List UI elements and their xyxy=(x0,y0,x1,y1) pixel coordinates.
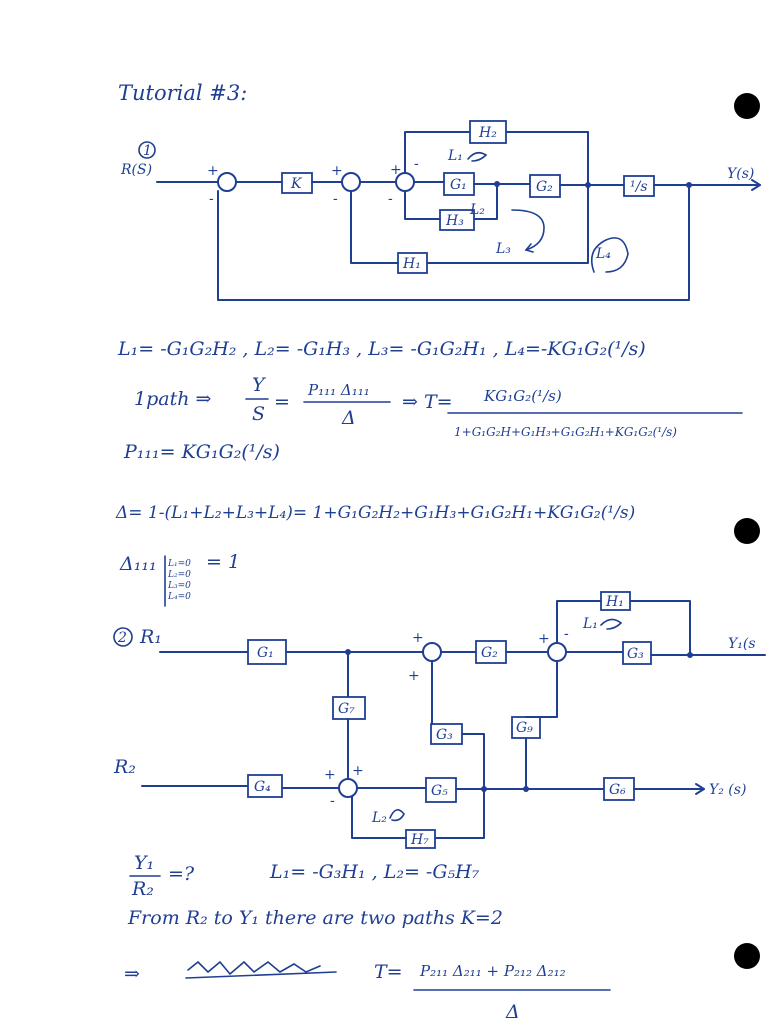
p2-block-g9-label: G₉ xyxy=(516,720,533,736)
paths-statement: From R₂ to Y₁ there are two paths K=2 xyxy=(127,907,503,929)
scribble-out xyxy=(187,960,321,976)
p2-sign-plus-3: + xyxy=(538,631,550,647)
block-g1-label: G₁ xyxy=(450,177,467,193)
p2-sign-plus-4: + xyxy=(324,767,336,783)
transfer-function-numerator-2: P₂₁₁ Δ₂₁₁ + P₂₁₂ Δ₂₁₂ xyxy=(419,962,566,980)
cond-l4: L₄=0 xyxy=(167,592,191,602)
cond-l1: L₁=0 xyxy=(167,559,191,569)
p2-block-h7-label: H₇ xyxy=(410,832,429,848)
summing-junction-2 xyxy=(341,172,361,192)
loop-label-l1: L₁ xyxy=(447,148,463,164)
path-gain-p111: P₁₁₁= KG₁G₂(¹/s) xyxy=(123,441,280,463)
sign-minus-1: - xyxy=(209,191,214,207)
problem-number-1: 1 xyxy=(143,143,152,159)
sign-plus-1: + xyxy=(207,163,219,179)
block-h2-label: H₂ xyxy=(478,125,497,141)
question-numerator: Y₁ xyxy=(134,852,154,874)
sign-minus-2: - xyxy=(333,191,338,207)
summing-junction-1 xyxy=(217,172,237,192)
input-label-r: R(S) xyxy=(120,162,152,178)
punch-hole-bottom xyxy=(734,943,760,969)
ratio-numerator: Y xyxy=(252,374,267,396)
question-denominator: R₂ xyxy=(131,878,154,900)
loop-label-l4: L₄ xyxy=(595,246,611,262)
diagram-2: 2 R₁ G₁ + + G₂ + - G₃ Y₁(s H₁ L₁ G₇ xyxy=(113,591,766,849)
p2-block-g3 xyxy=(430,723,463,745)
ratio-equals: = xyxy=(274,391,290,413)
p2-loop-label-l1: L₁ xyxy=(582,616,598,632)
block-h3-label: H₃ xyxy=(445,213,464,229)
punch-hole-top xyxy=(734,93,760,119)
block-1-over-s-label: ¹/s xyxy=(630,179,648,195)
ratio-denominator: S xyxy=(252,403,265,425)
p2-block-g3-label: G₃ xyxy=(436,727,453,743)
p2-block-h1-label: H₁ xyxy=(605,594,624,610)
block-g2-label: G₂ xyxy=(536,179,553,195)
cofactor-delta111: Δ₁₁₁ xyxy=(119,553,157,575)
p2-sign-minus-1: - xyxy=(564,626,569,642)
diagram-1: 1 R(S) + - K + - + - - G₁ G₂ ¹/s Y(s) xyxy=(120,120,761,301)
p2-sign-plus-1: + xyxy=(412,630,424,646)
implies-arrow: ⇒ xyxy=(124,963,140,985)
transfer-function-lhs-1: ⇒ T= xyxy=(402,391,453,413)
punch-hole-middle xyxy=(734,518,760,544)
input-label-r2: R₂ xyxy=(113,756,136,778)
cond-l2: L₂=0 xyxy=(167,570,191,580)
input-label-r1: R₁ xyxy=(139,626,162,648)
problem-number-2: 2 xyxy=(117,630,127,646)
problem-number-circle-1 xyxy=(138,141,156,159)
sign-plus-3: + xyxy=(390,162,402,178)
p2-block-g7-label: G₇ xyxy=(338,701,355,717)
output-label-y1: Y₁(s xyxy=(728,636,756,652)
block-k-label: K xyxy=(290,176,303,192)
p2-loop-label-l2: L₂ xyxy=(371,810,387,826)
p2-block-g1-label: G₁ xyxy=(257,645,274,661)
sign-minus-3: - xyxy=(414,156,419,172)
p2-block-g4-label: G₄ xyxy=(254,779,271,795)
sign-minus-4: - xyxy=(388,191,393,207)
problem-number-circle-2 xyxy=(113,627,133,647)
p2-sign-plus-2: + xyxy=(408,668,420,684)
cond-l3: L₃=0 xyxy=(167,581,191,591)
p2-block-g4 xyxy=(247,774,283,798)
p2-summing-junction-bottom xyxy=(338,778,358,798)
transfer-function-label-2: T= xyxy=(374,961,403,983)
cofactor-value: = 1 xyxy=(206,551,240,573)
p2-sign-plus-5: + xyxy=(352,763,364,779)
page-title: Tutorial #3: xyxy=(118,81,247,105)
p2-block-g3-top-label: G₃ xyxy=(627,646,644,662)
determinant-equation: Δ= 1-(L₁+L₂+L₃+L₄)= 1+G₁G₂H₂+G₁H₃+G₁G₂H₁… xyxy=(115,503,635,523)
sign-plus-2: + xyxy=(331,163,343,179)
transfer-function-denominator-2: Δ xyxy=(505,1001,520,1023)
loop-equations-1: L₁= -G₁G₂H₂ , L₂= -G₁H₃ , L₃= -G₁G₂H₁ , … xyxy=(117,338,646,360)
p2-summing-junction-top-1 xyxy=(422,642,442,662)
transfer-function-numerator-1: KG₁G₂(¹/s) xyxy=(483,387,562,405)
p2-block-g6-label: G₆ xyxy=(609,782,626,798)
loop-label-l3: L₃ xyxy=(495,241,511,257)
p2-sign-minus-2: - xyxy=(330,793,335,809)
p2-block-g2-label: G₂ xyxy=(481,645,498,661)
mason-denominator: Δ xyxy=(341,407,356,429)
p2-summing-junction-top-2 xyxy=(547,642,567,662)
transfer-function-denominator-1: 1+G₁G₂H+G₁H₃+G₁G₂H₁+KG₁G₂(¹/s) xyxy=(454,425,677,439)
p2-block-g3-top xyxy=(622,641,652,665)
path-statement: 1path ⇒ xyxy=(134,388,211,410)
block-h1-label: H₁ xyxy=(402,256,421,272)
output-label-y: Y(s) xyxy=(727,166,754,182)
mason-numerator: P₁₁₁ Δ₁₁₁ xyxy=(307,381,370,399)
output-label-y2: Y₂ (s) xyxy=(709,782,746,798)
loop-equations-2: L₁= -G₃H₁ , L₂= -G₅H₇ xyxy=(269,861,480,883)
question-mark: =? xyxy=(168,863,195,885)
p2-block-g5-label: G₅ xyxy=(431,783,448,799)
loop-label-l2: L₂ xyxy=(469,202,485,218)
p2-block-g1 xyxy=(247,639,287,665)
